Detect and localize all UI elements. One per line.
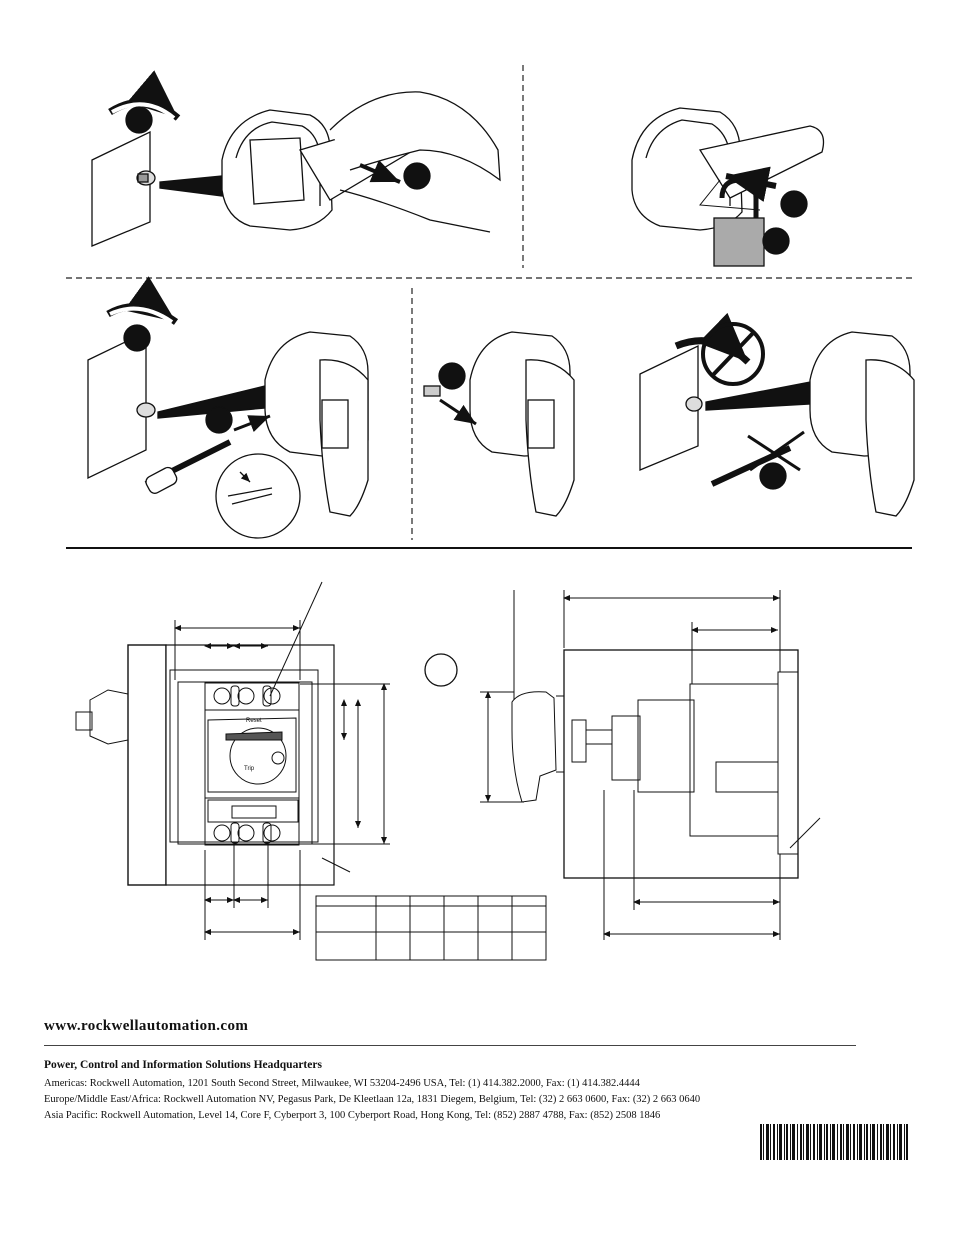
footer-rule: [44, 1045, 856, 1046]
dimension-table: [315, 895, 547, 961]
address-asia-pacific: Asia Pacific: Rockwell Automation, Level…: [44, 1110, 661, 1121]
website-url[interactable]: www.rockwellautomation.com: [44, 1018, 249, 1034]
headquarters-title: Power, Control and Information Solutions…: [44, 1059, 322, 1071]
barcode-graphic: [760, 1124, 908, 1160]
step-insert-label-figure: [423, 331, 575, 517]
front-view-dimension-drawing: [75, 581, 390, 940]
step-screwdriver-override-figure: [87, 276, 369, 539]
detail-callout-circle: [424, 653, 458, 687]
step-prohibited-figure: [639, 312, 915, 517]
breaker-reset-label: Reset: [246, 718, 262, 724]
step-unlock-handle-figure: [91, 70, 501, 247]
address-emea: Europe/Middle East/Africa: Rockwell Auto…: [44, 1094, 701, 1105]
side-view-dimension-drawing: [480, 590, 821, 940]
step-padlock-figure: [631, 107, 825, 267]
installation-illustrations: Reset Trip: [66, 65, 915, 961]
breaker-trip-label: Trip: [244, 766, 255, 772]
address-americas: Americas: Rockwell Automation, 1201 Sout…: [44, 1078, 640, 1089]
